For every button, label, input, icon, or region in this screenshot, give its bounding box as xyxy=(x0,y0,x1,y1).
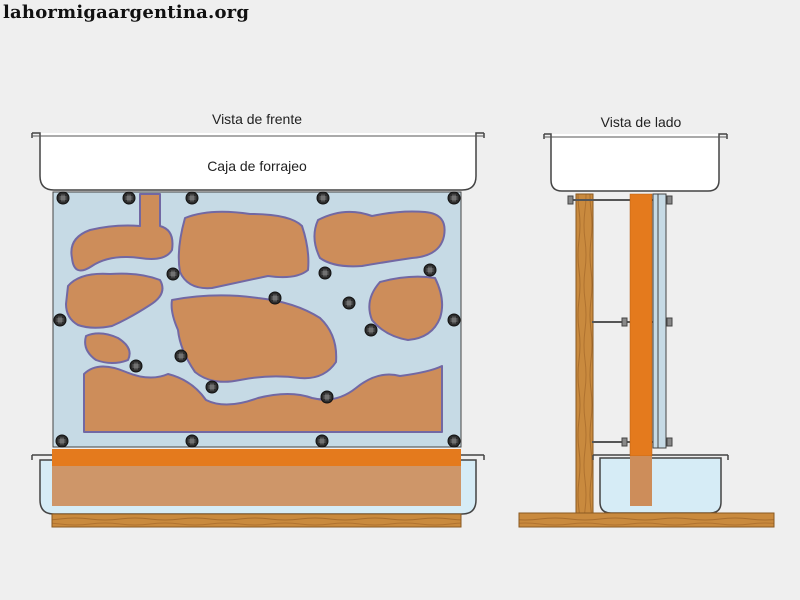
screw-icon xyxy=(318,266,332,280)
glass-pane-side xyxy=(657,193,667,449)
nest-chambers xyxy=(65,193,446,433)
screw-icon xyxy=(268,291,282,305)
wick-bar-front xyxy=(52,449,461,466)
screw-icon xyxy=(53,313,67,327)
soil-base-front xyxy=(52,466,461,506)
screw-icon xyxy=(166,267,180,281)
wood-base-front xyxy=(51,513,462,528)
screw-icon xyxy=(423,263,437,277)
screw-icon xyxy=(56,191,70,205)
foraging-box-side xyxy=(543,133,728,192)
screw-icon xyxy=(316,191,330,205)
screw-icon xyxy=(315,434,329,448)
screw-icon xyxy=(185,434,199,448)
site-title: lahormigaargentina.org xyxy=(3,2,250,23)
screw-icon xyxy=(364,323,378,337)
screw-icon xyxy=(174,349,188,363)
screw-icon xyxy=(447,434,461,448)
screw-icon xyxy=(122,191,136,205)
screw-icon xyxy=(55,434,69,448)
screw-icon xyxy=(342,296,356,310)
wick-bar-side xyxy=(629,193,653,457)
foraging-box-label: Caja de forrajeo xyxy=(207,158,307,174)
screw-icon xyxy=(129,359,143,373)
screw-icon xyxy=(185,191,199,205)
wood-post-side xyxy=(575,193,594,515)
front-view-label: Vista de frente xyxy=(212,111,302,127)
screw-icon xyxy=(320,390,334,404)
wood-base-side xyxy=(518,512,775,528)
soil-base-side xyxy=(630,456,652,506)
foraging-box-front xyxy=(31,132,485,191)
water-tray-side xyxy=(592,454,729,514)
screw-icon xyxy=(205,380,219,394)
screw-icon xyxy=(447,191,461,205)
glass-pane-side xyxy=(652,193,659,449)
side-view-label: Vista de lado xyxy=(601,114,682,130)
screw-icon xyxy=(447,313,461,327)
